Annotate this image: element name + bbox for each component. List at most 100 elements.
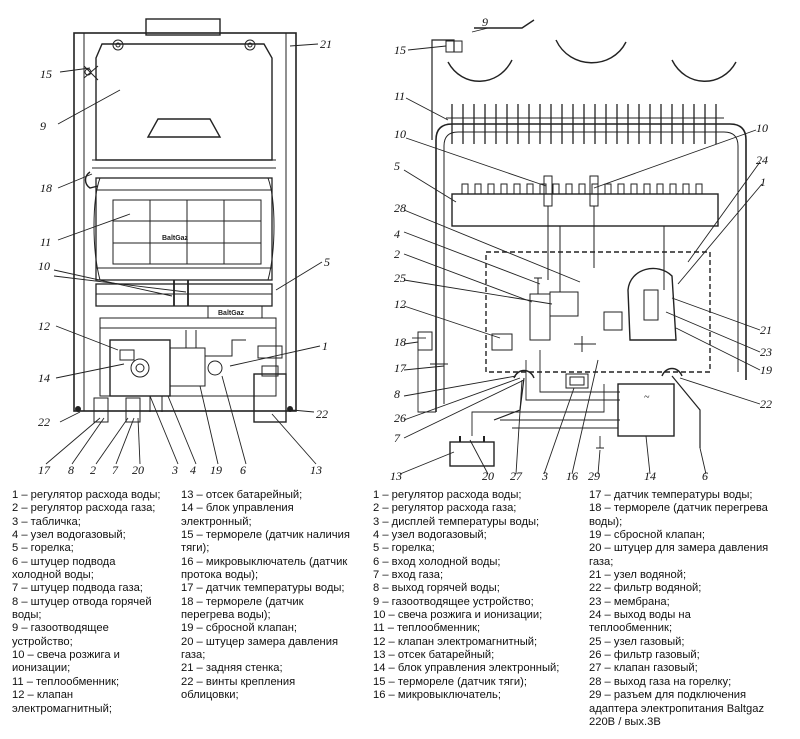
callout-3-right: 3: [541, 469, 548, 483]
callout-22-left-b: 22: [316, 407, 328, 421]
legend-item: 6 – вход холодной воды;: [373, 555, 501, 568]
control-unit-mark: ~: [644, 392, 650, 403]
callout-7-left: 7: [112, 463, 119, 477]
burner-nozzle: [578, 183, 586, 195]
callout-7-right: 7: [394, 431, 401, 445]
burner-nozzle: [604, 183, 612, 195]
burner-nozzle: [682, 183, 690, 195]
legend-item: 10 – свеча розжига и ионизации;: [12, 649, 120, 675]
callout-6-right: 6: [702, 469, 708, 483]
water-loop: [435, 123, 747, 412]
burner-nozzle: [487, 183, 495, 195]
legend-item: 17 – датчик температуры воды;: [181, 582, 345, 595]
legend-item: 11 – теплообменник;: [373, 622, 481, 635]
burner-nozzle: [669, 183, 677, 195]
legend-item: 10 – свеча розжига и ионизации;: [373, 609, 543, 622]
back-wall: [73, 32, 297, 412]
legend-item: 20 – штуцер замера давления газа;: [181, 635, 339, 662]
burner-nozzle: [474, 183, 482, 195]
burner: [95, 283, 273, 307]
burner-nozzle: [591, 183, 599, 195]
legend-item: 15 – термореле (датчик тяги);: [373, 675, 527, 688]
battery-box: [253, 373, 287, 423]
callout-4-right: 4: [394, 227, 400, 241]
legend-item: 22 – винты крепления облицовки;: [181, 675, 296, 702]
burner-scheme: [451, 193, 719, 227]
legend-item: 2 – регулятор расхода газа;: [12, 502, 156, 515]
legend-item: 5 – горелка;: [12, 542, 74, 555]
legend-item: 24 – выход воды на теплообменник;: [589, 609, 691, 635]
callout-16-right: 16: [566, 469, 578, 483]
flow-scheme-drawing: ~: [390, 15, 772, 483]
callout-25-right: 25: [394, 271, 406, 285]
legend-column-assembly-2: 13 – отсек батарейный;14 – блок управлен…: [181, 489, 361, 703]
legend-item: 8 – выход горячей воды;: [373, 582, 500, 595]
legend-item: 11 – теплообменник;: [12, 675, 120, 688]
burner-nozzle: [461, 183, 469, 195]
callout-20-right: 20: [482, 469, 494, 483]
legend-item: 21 – узел водяной;: [589, 569, 687, 582]
burner-nozzle: [513, 183, 521, 195]
legend-item: 1 – регулятор расхода воды;: [373, 489, 522, 501]
legend-item: 22 – фильтр водяной;: [589, 582, 702, 595]
legend-column-scheme-2: 17 – датчик температуры воды;18 – термор…: [589, 489, 794, 729]
callout-9-right: 9: [482, 15, 488, 29]
burner-nozzle: [565, 183, 573, 195]
legend-item: 18 – термореле (датчик перегрева воды);: [181, 595, 304, 622]
callout-12-left: 12: [38, 319, 50, 333]
callout-13-right: 13: [390, 469, 402, 483]
callout-24-right: 24: [756, 153, 768, 167]
callout-18-right: 18: [394, 335, 406, 349]
legend-item: 9 – газоотводящее устройство;: [373, 595, 534, 608]
callout-22-left-a: 22: [38, 415, 50, 429]
callout-9-left: 9: [40, 119, 46, 133]
legend-item: 17 – датчик температуры воды;: [589, 489, 753, 501]
burner-nozzle: [656, 183, 664, 195]
burner-nozzle: [695, 183, 703, 195]
callout-29-right: 29: [588, 469, 600, 483]
legend-item: 27 – клапан газовый;: [589, 662, 698, 675]
legend-item: 8 – штуцер отвода горячей воды;: [12, 595, 152, 622]
control-box-outline: [485, 251, 711, 373]
legend-item: 19 – сбросной клапан;: [181, 622, 298, 635]
callout-3-left: 3: [171, 463, 178, 477]
callout-19-right: 19: [760, 363, 772, 377]
callout-6-left: 6: [240, 463, 246, 477]
legend-item: 21 – задняя стенка;: [181, 662, 283, 675]
brand-label-burner: BaltGaz: [218, 310, 245, 317]
callout-1-right: 1: [760, 175, 766, 189]
callout-17-left: 17: [38, 463, 51, 477]
callout-17-right: 17: [394, 361, 407, 375]
legend-item: 3 – табличка;: [12, 515, 81, 528]
legend-item: 25 – узел газовый;: [589, 635, 685, 648]
callout-23-right: 23: [760, 345, 772, 359]
callout-21-right: 21: [760, 323, 772, 337]
legend-item: 3 – дисплей температуры воды;: [373, 515, 540, 528]
callout-22-right: 22: [760, 397, 772, 411]
burner-nozzle: [643, 183, 651, 195]
legend-item: 9 – газоотводящее устройство;: [12, 622, 109, 648]
legend-item: 28 – выход газа на горелку;: [589, 675, 732, 688]
callout-26-right: 26: [394, 411, 406, 425]
legend-item: 5 – горелка;: [373, 542, 435, 555]
callout-15-right: 15: [394, 43, 406, 57]
legend-item: 2 – регулятор расхода газа;: [373, 502, 517, 515]
flue-outlet: [145, 18, 221, 36]
legend-item: 18 – термореле (датчик перегрева воды);: [589, 502, 768, 528]
burner-nozzle: [617, 183, 625, 195]
callout-15-left: 15: [40, 67, 52, 81]
callout-28-right: 28: [394, 201, 406, 215]
water-gas-unit: [109, 339, 171, 397]
legend-item: 16 – микровыключатель;: [373, 689, 501, 702]
legend-item: 19 – сбросной клапан;: [589, 529, 706, 542]
legend-item: 15 – термореле (датчик наличия тяги);: [181, 529, 350, 555]
callout-10-right-b: 10: [756, 121, 768, 135]
legend-item: 16 – микровыключатель (датчик протока во…: [181, 555, 348, 582]
legend-item: 12 – клапан электромагнитный;: [373, 635, 538, 648]
legend-item: 29 – разъем для подключения адаптера эле…: [589, 689, 765, 728]
burner-nozzle: [552, 183, 560, 195]
legend-item: 13 – отсек батарейный;: [181, 489, 303, 501]
burner-nozzle: [526, 183, 534, 195]
burner-nozzle: [630, 183, 638, 195]
temperature-display: [565, 373, 589, 389]
